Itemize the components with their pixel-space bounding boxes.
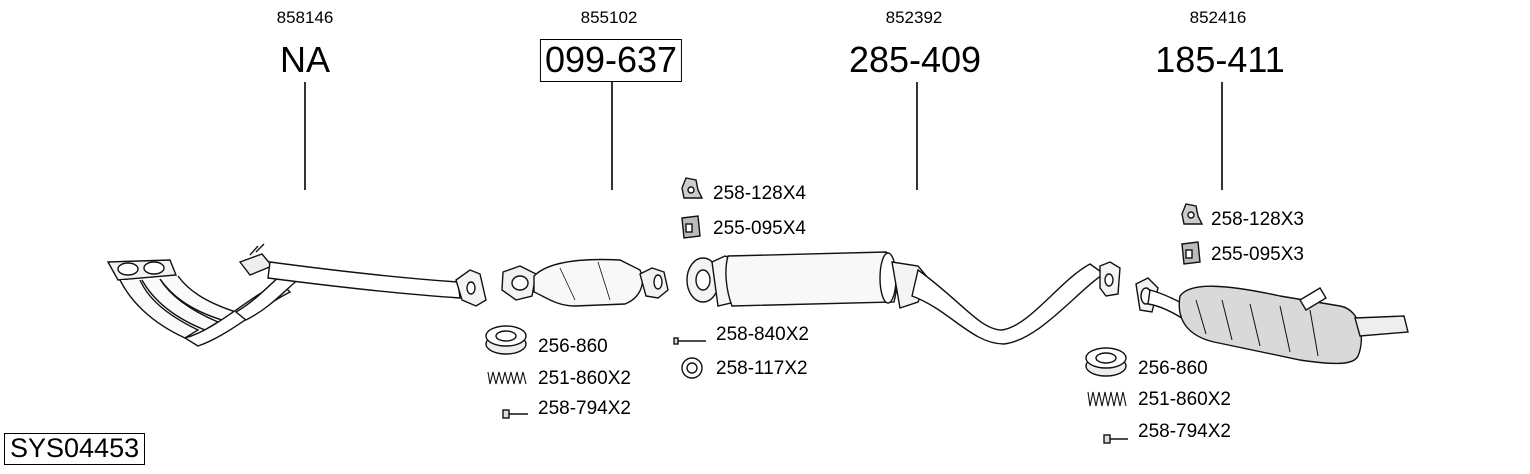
oem-number-manifold: 858146 [276, 8, 334, 27]
accessory-label-mid-hanger-block[interactable]: 255-095X4 [713, 218, 806, 239]
bolt-icon-middle [673, 337, 706, 345]
part-number-catalyst[interactable]: 099-637 [539, 39, 683, 82]
bolt-icon-rear [1103, 434, 1128, 444]
gasket-ring-icon-rear [1085, 347, 1127, 377]
hanger-block-icon [681, 215, 701, 239]
seal-ring-icon [681, 357, 703, 379]
rubber-hanger-icon [681, 177, 704, 199]
catalyst-drawing [501, 258, 669, 307]
part-number-middle-silencer[interactable]: 285-409 [848, 39, 982, 80]
oem-number-rear-silencer: 852416 [1189, 8, 1247, 27]
part-number-manifold[interactable]: NA [279, 39, 331, 80]
accessory-label-rear-hanger-block[interactable]: 255-095X3 [1211, 244, 1304, 265]
spring-icon-rear [1087, 391, 1127, 407]
hanger-block-icon-rear [1181, 241, 1201, 265]
middle-silencer-drawing [686, 251, 1121, 345]
accessory-label-rear-ring[interactable]: 256-860 [1138, 358, 1208, 379]
accessory-label-cat-ring[interactable]: 256-860 [538, 336, 608, 357]
accessory-label-cat-bolt[interactable]: 258-794X2 [538, 398, 631, 419]
accessory-label-rear-hanger-rubber[interactable]: 258-128X3 [1211, 209, 1304, 230]
bolt-icon [502, 409, 528, 419]
accessory-label-cat-spring[interactable]: 251-860X2 [538, 368, 631, 389]
rear-silencer-drawing [1135, 277, 1409, 365]
accessory-label-mid-bolt[interactable]: 258-840X2 [716, 324, 809, 345]
accessory-label-mid-hanger-rubber[interactable]: 258-128X4 [713, 183, 806, 204]
rubber-hanger-icon-rear [1181, 203, 1204, 225]
gasket-ring-icon [485, 325, 527, 355]
system-id-badge: SYS04453 [4, 433, 146, 465]
accessory-label-rear-bolt[interactable]: 258-794X2 [1138, 421, 1231, 442]
accessory-label-rear-spring[interactable]: 251-860X2 [1138, 389, 1231, 410]
part-number-rear-silencer[interactable]: 185-411 [1155, 39, 1285, 80]
accessory-label-mid-ring[interactable]: 258-117X2 [716, 358, 808, 379]
front-pipe-drawing [106, 243, 487, 347]
oem-number-middle-silencer: 852392 [885, 8, 943, 27]
spring-icon [487, 371, 527, 385]
oem-number-catalyst: 855102 [580, 8, 638, 27]
